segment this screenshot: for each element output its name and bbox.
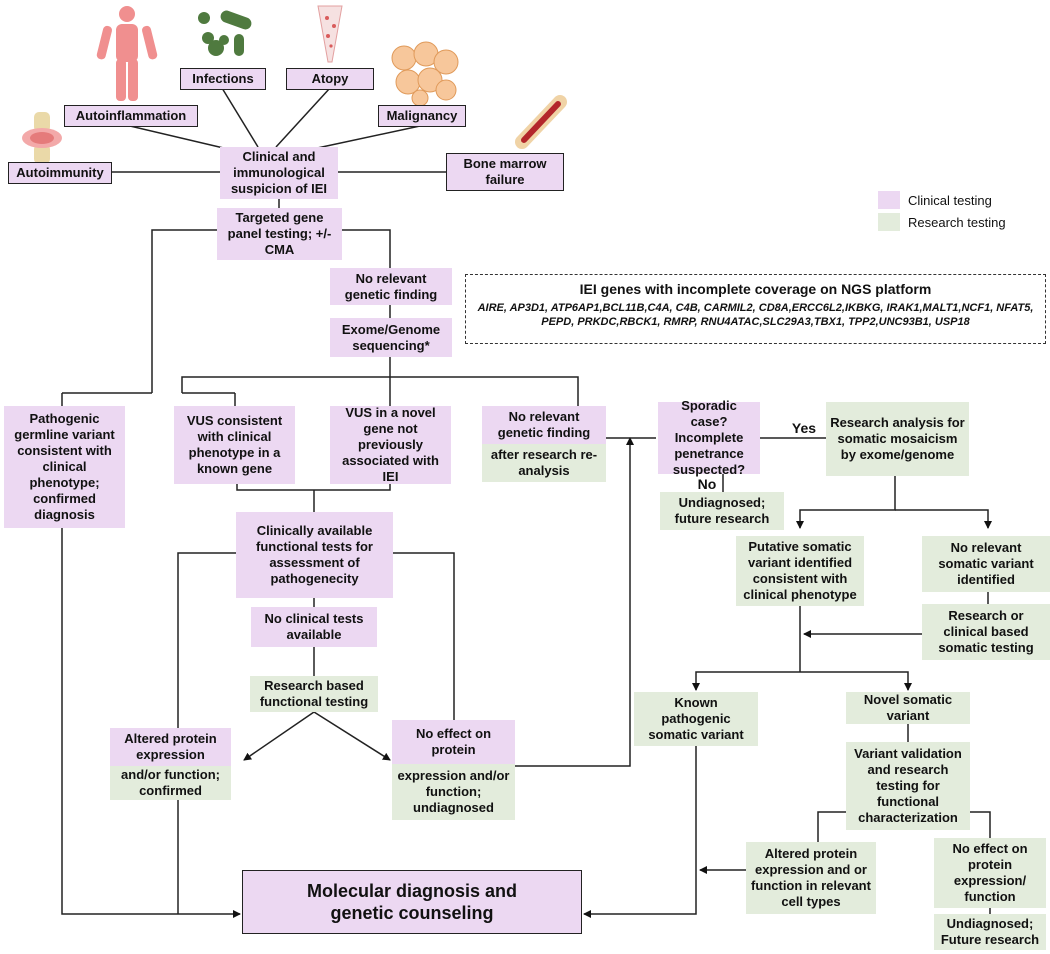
iei-genes-title: IEI genes with incomplete coverage on NG… (579, 281, 932, 297)
joint-icon (22, 112, 62, 164)
known-pathogenic-somatic-box: Known pathogenic somatic variant (634, 692, 758, 746)
exome-genome-box: Exome/Genome sequencing* (330, 318, 452, 357)
altered-relevant-cell-types-box: Altered protein expression and or functi… (746, 842, 876, 914)
malignancy-label: Malignancy (378, 105, 466, 127)
molecular-diagnosis-box: Molecular diagnosis and genetic counseli… (242, 870, 582, 934)
research-functional-testing-box: Research based functional testing (250, 676, 378, 712)
no-effect-expression-box: No effect on protein expression/ functio… (934, 838, 1046, 908)
pathogenic-germline-box: Pathogenic germline variant consistent w… (4, 406, 125, 528)
no-finding-box-2: No relevant genetic finding (482, 406, 606, 444)
altered-function-confirmed-box: and/or function; confirmed (110, 766, 231, 800)
microbes-icon (198, 10, 252, 56)
legend-clinical-swatch (878, 191, 900, 209)
vus-novel-gene-box: VUS in a novel gene not previously assoc… (330, 405, 451, 484)
no-effect-protein-box: No effect on protein (392, 720, 515, 764)
infections-label: Infections (180, 68, 266, 90)
research-mosaicism-box: Research analysis for somatic mosaicism … (826, 402, 969, 476)
bone-marrow-failure-label: Bone marrow failure (446, 153, 564, 191)
clinical-functional-tests-box: Clinically available functional tests fo… (236, 512, 393, 598)
legend-clinical-label: Clinical testing (908, 192, 992, 208)
putative-somatic-box: Putative somatic variant identified cons… (736, 536, 864, 606)
skin-section-icon (317, 5, 343, 63)
tumor-cells-icon (391, 41, 459, 106)
no-clinical-tests-box: No clinical tests available (251, 607, 377, 647)
iei-genes-list: AIRE, AP3D1, ATP6AP1,BCL11B,C4A, C4B, CA… (477, 302, 1034, 328)
atopy-label: Atopy (286, 68, 374, 90)
variant-validation-box: Variant validation and research testing … (846, 742, 970, 830)
yes-label: Yes (791, 420, 817, 436)
iei-genes-box: IEI genes with incomplete coverage on NG… (465, 274, 1046, 344)
no-somatic-variant-box: No relevant somatic variant identified (922, 536, 1050, 592)
sporadic-case-box: Sporadic case? Incomplete penetrance sus… (658, 398, 760, 477)
human-body-icon (96, 6, 158, 101)
clinical-suspicion-box: Clinical and immunological suspicion of … (220, 147, 338, 199)
vus-known-gene-box: VUS consistent with clinical phenotype i… (174, 406, 295, 484)
autoinflammation-label: Autoinflammation (64, 105, 198, 127)
legend-research: Research testing (878, 213, 1006, 231)
undiagnosed-future-box: Undiagnosed; future research (660, 492, 784, 530)
no-effect-undiagnosed-box: expression and/or function; undiagnosed (392, 764, 515, 820)
no-finding-box-1: No relevant genetic finding (330, 268, 452, 305)
altered-protein-expression-box: Altered protein expression (110, 728, 231, 766)
legend-research-swatch (878, 213, 900, 231)
bone-icon (515, 95, 567, 149)
no-label: No (697, 476, 717, 492)
undiagnosed-future-box-2: Undiagnosed; Future research (934, 914, 1046, 950)
research-clinical-somatic-box: Research or clinical based somatic testi… (922, 604, 1050, 660)
legend-research-label: Research testing (908, 214, 1006, 230)
novel-somatic-box: Novel somatic variant (846, 692, 970, 724)
autoimmunity-label: Autoimmunity (8, 162, 112, 184)
legend-clinical: Clinical testing (878, 191, 992, 209)
after-research-reanalysis-box: after research re-analysis (482, 444, 606, 482)
targeted-panel-box: Targeted gene panel testing; +/- CMA (217, 208, 342, 260)
